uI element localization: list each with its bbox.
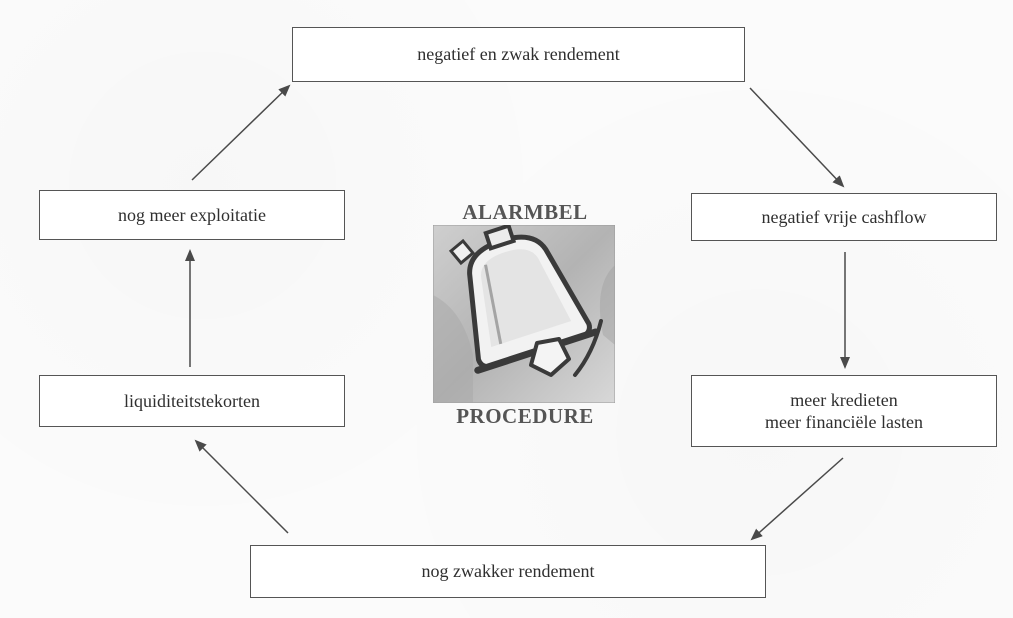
alarm-bell-icon <box>433 225 615 403</box>
center-title-bottom: PROCEDURE <box>456 404 594 428</box>
node-label: liquiditeitstekorten <box>124 390 260 411</box>
node-negatief-en-zwak-rendement: negatief en zwak rendement <box>292 27 745 82</box>
center-title-top: ALARMBEL <box>462 200 588 224</box>
node-nog-zwakker-rendement: nog zwakker rendement <box>250 545 766 598</box>
node-liquiditeitstekorten: liquiditeitstekorten <box>39 375 345 427</box>
arrow-left1-to-top <box>191 84 291 181</box>
node-meer-kredieten: meer kredieten meer financiële lasten <box>691 375 997 447</box>
arrow-top-to-right1 <box>749 87 845 188</box>
node-label-line-2: meer financiële lasten <box>765 412 923 432</box>
node-label: nog meer exploitatie <box>118 204 266 225</box>
node-label: nog zwakker rendement <box>421 561 595 582</box>
node-nog-meer-exploitatie: nog meer exploitatie <box>39 190 345 240</box>
arrow-bottom-to-left2 <box>194 439 289 534</box>
node-label: negatief vrije cashflow <box>761 206 927 227</box>
node-negatief-vrije-cashflow: negatief vrije cashflow <box>691 193 997 241</box>
arrow-right2-to-bottom <box>750 457 844 541</box>
node-label: negatief en zwak rendement <box>417 44 620 65</box>
node-label-line-1: meer kredieten <box>790 389 898 410</box>
